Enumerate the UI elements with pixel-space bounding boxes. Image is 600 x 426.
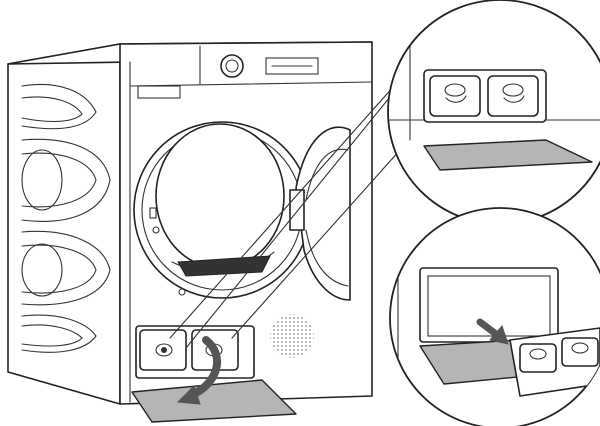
straight-arrow-shaft [476, 318, 500, 338]
side-wave-pattern [21, 83, 111, 353]
detail-top-flap [423, 139, 593, 171]
callout-leaders [169, 59, 421, 349]
curved-arrow-icon [186, 336, 222, 400]
door-porthole [133, 121, 311, 299]
program-knob-icon [220, 54, 244, 78]
control-panel [129, 45, 373, 99]
curved-arrow-head [176, 385, 201, 405]
straight-arrow-icon [489, 325, 509, 345]
container-flap-open [131, 379, 297, 423]
open-door [289, 126, 351, 301]
display-panel [265, 57, 319, 75]
dryer-body [7, 41, 421, 423]
water-container-front [131, 325, 297, 423]
detail-top [387, 0, 600, 225]
door-glass [155, 123, 285, 269]
detail-bottom [389, 207, 600, 426]
lint-filter [177, 255, 271, 277]
vent-grille [270, 314, 314, 358]
